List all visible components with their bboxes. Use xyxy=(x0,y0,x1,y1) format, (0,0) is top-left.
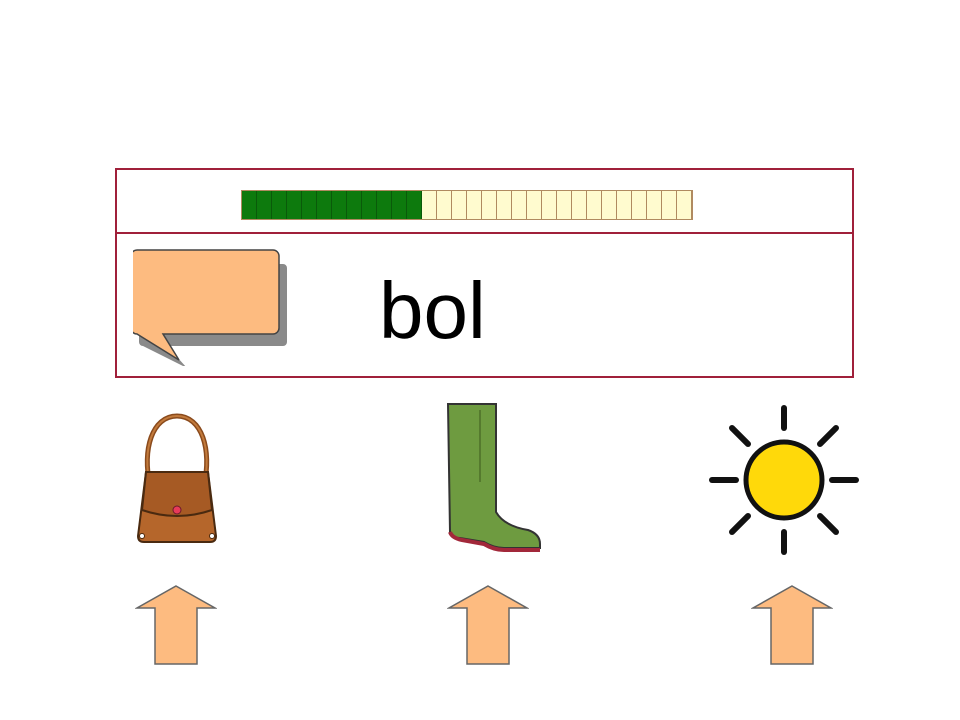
progress-bar xyxy=(241,190,693,220)
progress-cell xyxy=(272,191,287,219)
progress-cell xyxy=(662,191,677,219)
progress-cell xyxy=(362,191,377,219)
progress-cell xyxy=(437,191,452,219)
progress-cell xyxy=(302,191,317,219)
up-arrow-icon xyxy=(447,585,529,665)
target-word: bol xyxy=(379,266,486,355)
progress-cell xyxy=(422,191,437,219)
progress-cell xyxy=(392,191,407,219)
handbag-picture[interactable] xyxy=(132,410,222,550)
rain-boot-icon xyxy=(446,403,541,552)
choose-sun-button[interactable] xyxy=(751,584,833,666)
handbag-icon xyxy=(136,413,218,543)
progress-cell xyxy=(347,191,362,219)
up-arrow-icon xyxy=(751,585,833,665)
progress-cell xyxy=(557,191,572,219)
progress-cell xyxy=(572,191,587,219)
progress-cell xyxy=(257,191,272,219)
progress-cell xyxy=(287,191,302,219)
speech-bubble-button[interactable] xyxy=(133,246,293,366)
progress-cell xyxy=(497,191,512,219)
progress-cell xyxy=(452,191,467,219)
speech-bubble-icon xyxy=(133,249,287,366)
progress-cell xyxy=(512,191,527,219)
progress-cell xyxy=(587,191,602,219)
sun-picture[interactable] xyxy=(706,402,862,558)
progress-cell xyxy=(677,191,692,219)
progress-cell xyxy=(617,191,632,219)
progress-cell xyxy=(377,191,392,219)
progress-cell xyxy=(317,191,332,219)
panel-divider xyxy=(117,232,852,234)
progress-cell xyxy=(407,191,422,219)
progress-cell xyxy=(632,191,647,219)
choose-boot-button[interactable] xyxy=(447,584,529,666)
sun-icon xyxy=(709,405,859,555)
progress-cell xyxy=(602,191,617,219)
exercise-panel: bol xyxy=(115,168,854,378)
progress-cell xyxy=(332,191,347,219)
progress-cell xyxy=(542,191,557,219)
progress-cell xyxy=(242,191,257,219)
progress-cell xyxy=(467,191,482,219)
progress-cell xyxy=(527,191,542,219)
choose-handbag-button[interactable] xyxy=(135,584,217,666)
rain-boot-picture[interactable] xyxy=(440,402,546,558)
progress-cell xyxy=(482,191,497,219)
progress-cell xyxy=(647,191,662,219)
up-arrow-icon xyxy=(135,585,217,665)
